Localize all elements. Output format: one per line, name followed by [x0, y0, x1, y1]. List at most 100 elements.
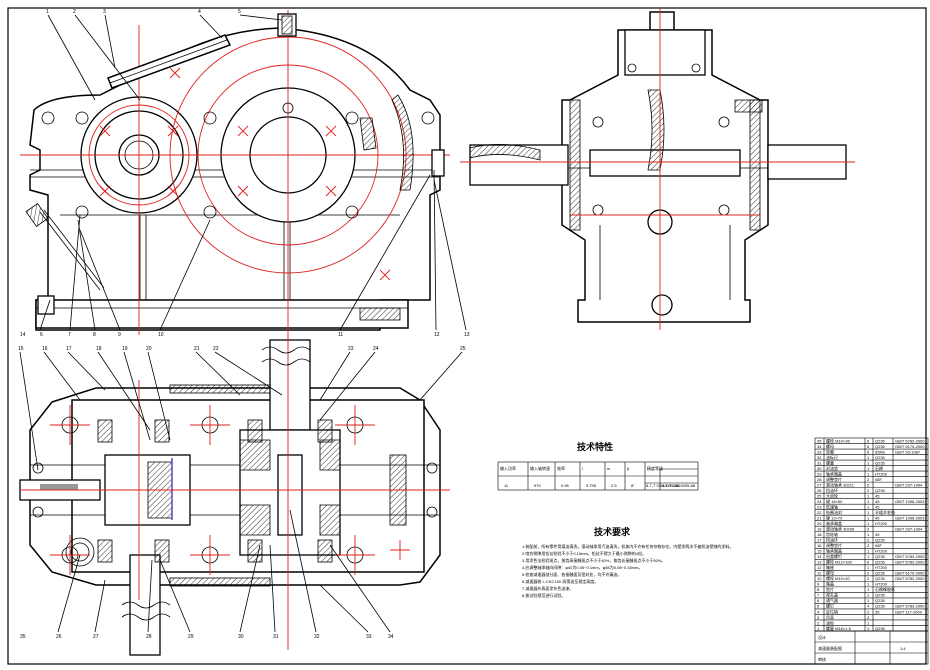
parts-list-cell: 8 [817, 587, 820, 592]
parts-list-cell: 6 [867, 449, 870, 454]
parts-list-cell: GB/T 1096-2003 [895, 499, 925, 504]
part-label: 21 [194, 346, 200, 352]
tech-table-cell: 8-7-7 GB10095-88 [662, 483, 696, 488]
parts-list-cell: 26 [817, 488, 822, 493]
tech-table-header: β [627, 466, 630, 471]
parts-list-cell: 1 [867, 626, 870, 631]
parts-list-cell: GB/T 93-1987 [895, 449, 921, 454]
parts-list-cell: 2 [867, 571, 870, 576]
parts-list-cell: 1 [867, 532, 870, 537]
parts-list-cell: 45 [875, 504, 880, 509]
parts-list-cell: 11 [817, 571, 822, 576]
parts-list-cell: 45 [875, 532, 880, 537]
part-label: 3 [103, 9, 106, 15]
part-label: 15 [18, 346, 24, 352]
title-block-scale: 1:4 [900, 646, 906, 651]
parts-list-cell: 33 [817, 449, 822, 454]
parts-list-cell: GB/T 5782-2000 [895, 560, 925, 565]
part-label: 26 [56, 634, 62, 640]
parts-list-cell: 轴承端盖 [826, 470, 842, 476]
requirement-line: 1.装配前，所有零件用煤油清洗，滚动轴承用汽油清洗，机体内不许有任何杂物存在。内… [522, 543, 733, 549]
tech-table-cell: 3.795 [586, 483, 597, 488]
parts-list-cell: 螺栓 M12×100 [826, 559, 853, 565]
part-label: 14 [20, 332, 26, 338]
parts-list-cell: 1 [867, 510, 870, 515]
part-label: 6 [40, 332, 43, 338]
sheet-border [7, 7, 927, 665]
parts-list-cell: 启盖螺钉 [826, 553, 842, 559]
parts-list-cell: 21 [817, 516, 822, 521]
title-block-name: 减速器装配图 [818, 645, 842, 651]
parts-list-cell: 4 [867, 604, 870, 609]
parts-list-cell: 1 [867, 460, 870, 465]
parts-list-cell: 12 [817, 565, 822, 570]
requirement-line: 8.按试验规范进行试验。 [522, 592, 565, 598]
parts-list-cell: 螺栓 M10×35 [826, 437, 850, 443]
parts-list-cell: 5 [817, 604, 820, 609]
parts-list-cell: 2 [867, 543, 870, 548]
parts-list-cell: Q235 [875, 460, 886, 465]
parts-list-cell: 1 [867, 521, 870, 526]
parts-list-cell: 27 [817, 482, 822, 487]
parts-list-cell: HT200 [875, 471, 888, 476]
parts-list-cell: 通气器 [826, 597, 838, 603]
parts-list-cell: 半粗羊毛毡 [875, 509, 895, 515]
parts-list-cell: Q235 [875, 571, 886, 576]
part-label: 30 [238, 634, 244, 640]
parts-list-cell: GB/T 5782-2000 [895, 438, 925, 443]
requirement-line: 6.减速器装 L-CKC150 润滑油至规定高度。 [522, 578, 598, 584]
parts-list-cell: 1 [867, 587, 870, 592]
parts-list-cell: 键 16×50 [826, 498, 843, 504]
parts-list-cell: 2 [867, 609, 870, 614]
parts-list-cell: 18 [817, 532, 822, 537]
part-label: 18 [96, 346, 102, 352]
parts-list-cell: Q235 [875, 626, 886, 631]
tech-table-cell: 8° [631, 483, 635, 488]
parts-list-cell: 齿轮轴 [826, 531, 838, 537]
parts-list-cell: 2 [867, 576, 870, 581]
parts-list-cell: 键 12×70 [826, 515, 843, 521]
part-label: 33 [366, 634, 372, 640]
parts-list-cell: 1 [867, 471, 870, 476]
front-view [20, 10, 450, 335]
parts-list-cell: 定位销 [826, 608, 838, 614]
parts-list-cell: GB/T 117-2000 [895, 609, 923, 614]
parts-list-cell: 2 [867, 477, 870, 482]
part-label: 29 [188, 634, 194, 640]
parts-list-cell: HT200 [875, 565, 888, 570]
parts-list-cell: 15 [817, 549, 822, 554]
part-label: 20 [146, 346, 152, 352]
parts-list-cell: HT200 [875, 582, 888, 587]
parts-list-cell: 35 [817, 438, 822, 443]
parts-list-cell: 08F [875, 477, 882, 482]
parts-list-cell: Q235 [875, 455, 886, 460]
parts-list-cell: 1 [867, 466, 870, 471]
parts-list-cell: 大齿轮 [826, 492, 838, 498]
parts-list-cell: 24 [817, 499, 822, 504]
parts-list-cell: 1 [867, 620, 870, 625]
parts-list-cell: 2 [867, 538, 870, 543]
part-label: 17 [66, 346, 72, 352]
parts-list-cell: 滚动轴承 30208 [826, 526, 855, 532]
requirement-line: 3.用涂色法检验斑点，按齿高接触斑点不小于40%，按齿长接触斑点不小于50%。 [522, 557, 665, 563]
parts-list-cell: 25 [817, 493, 822, 498]
part-leaders [19, 14, 467, 633]
requirement-line: 4.应调整轴承轴向间隙：φ40为0.05~0.1mm，φ55为0.08~0.15… [522, 564, 642, 570]
parts-list-cell: 29 [817, 471, 822, 476]
parts-list-cell: 35 [875, 609, 880, 614]
parts-list-cell: 45 [875, 499, 880, 504]
parts-list-cell: 6 [817, 598, 820, 603]
parts-list-cell: 13 [817, 560, 822, 565]
part-label: 19 [122, 346, 128, 352]
parts-list-cell: 65Mn [875, 449, 885, 454]
parts-list-cell: Q235 [875, 488, 886, 493]
parts-list-cell: 6 [867, 438, 870, 443]
parts-list-cell: 2 [867, 615, 870, 620]
parts-list-cell: 箱盖 [826, 581, 834, 587]
parts-list-cell: Q235 [875, 604, 886, 609]
parts-list-cell: 挡油环 [826, 487, 838, 493]
parts-list-cell: 28 [817, 477, 822, 482]
parts-list-cell: 调整垫片 [826, 476, 842, 482]
parts-list-cell: 垫片 [826, 586, 834, 592]
